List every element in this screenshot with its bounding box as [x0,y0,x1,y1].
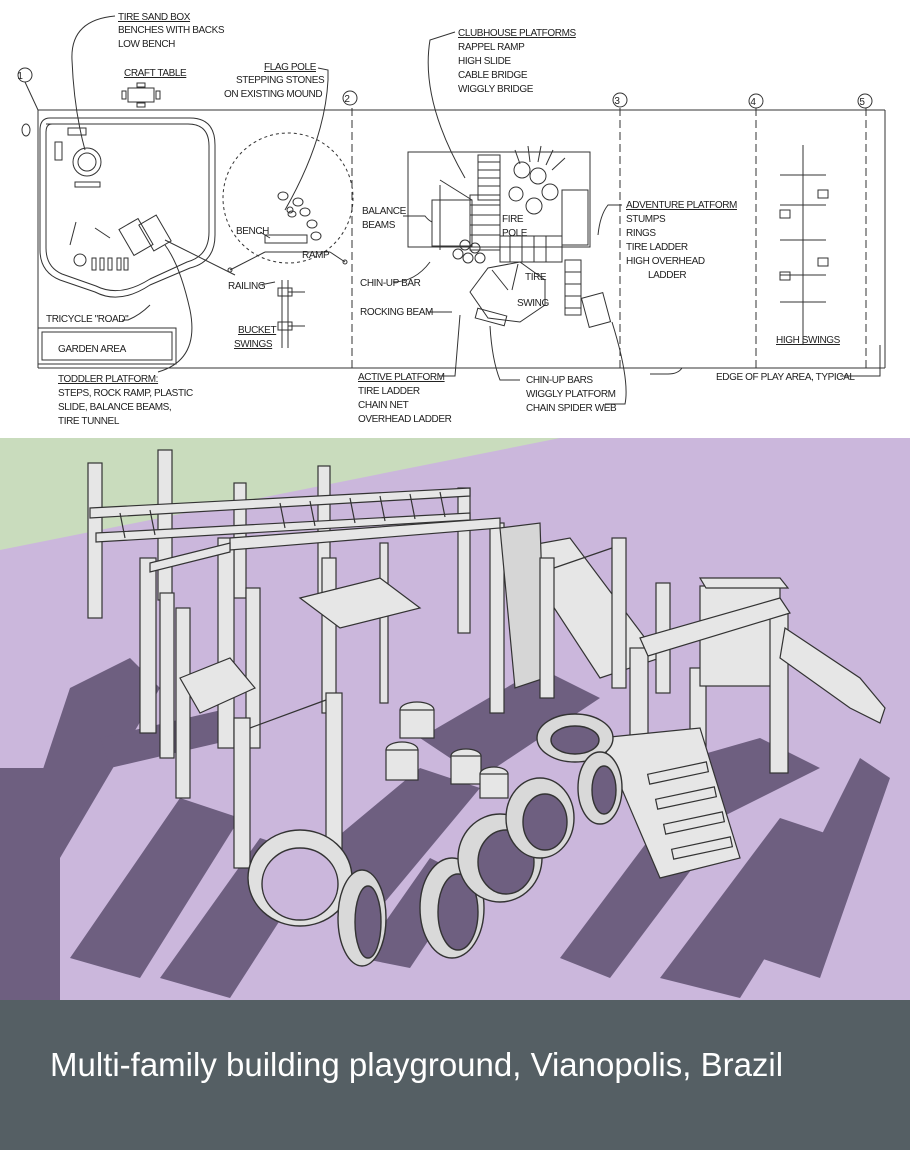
label-ladder: LADDER [648,270,686,281]
label-stepping-stones: STEPPING STONES [236,75,325,86]
label-active-platform: ACTIVE PLATFORM [358,372,445,383]
grid-marker-2: 2 [344,94,350,105]
label-stumps: STUMPS [626,214,666,225]
label-high-overhead: HIGH OVERHEAD [626,256,705,267]
caption-bar: Multi-family building playground, Vianop… [0,1000,910,1150]
label-tire-ladder: TIRE LADDER [626,242,688,253]
grid-marker-1: 1 [17,71,23,82]
label-overhead-ladder: OVERHEAD LADDER [358,414,452,425]
tire-rings [247,713,623,967]
label-balance: BALANCE [362,206,407,217]
label-existing-mound: ON EXISTING MOUND [224,89,322,100]
grid-marker-3: 3 [614,96,620,107]
label-railing: RAILING [228,281,266,292]
label-chin-up-bar: CHIN-UP BAR [360,278,421,289]
label-bucket: BUCKET [238,325,276,336]
plan-labels: 1 2 3 4 5 TIRE SAND BOX BENCHES WITH BAC… [17,12,865,427]
caption-text: Multi-family building playground, Vianop… [50,1046,784,1083]
label-cable-bridge: CABLE BRIDGE [458,70,528,81]
label-chain-net: CHAIN NET [358,400,409,411]
label-toddler-line-4: TIRE TUNNEL [58,416,120,427]
label-adventure-platform: ADVENTURE PLATFORM [626,200,737,211]
label-ramp: RAMP [302,250,330,261]
label-toddler-line-2: STEPS, ROCK RAMP, PLASTIC [58,388,193,399]
label-tricycle-road: TRICYCLE "ROAD" [46,314,129,325]
label-swing: SWING [517,298,550,309]
label-active-tire-ladder: TIRE LADDER [358,386,420,397]
label-high-swings: HIGH SWINGS [776,335,841,346]
playground-3d-rendering [0,438,910,1000]
equipment-structures [87,449,886,879]
label-clubhouse-platforms: CLUBHOUSE PLATFORMS [458,28,577,39]
rendering-svg [0,438,910,1000]
label-garden-area: GARDEN AREA [58,344,127,355]
label-rappel-ramp: RAPPEL RAMP [458,42,525,53]
label-chain-spider-web: CHAIN SPIDER WEB [526,403,617,414]
label-tire: TIRE [525,272,547,283]
grass-area [0,438,560,550]
grid-marker-5: 5 [859,97,865,108]
label-fire: FIRE [502,214,524,225]
label-pole: POLE [502,228,528,239]
label-low-bench: LOW BENCH [118,39,175,50]
label-beams: BEAMS [362,220,396,231]
site-plan-svg: 1 2 3 4 5 TIRE SAND BOX BENCHES WITH BAC… [17,12,886,427]
label-flag-pole: FLAG POLE [264,62,317,73]
label-benches-with-backs: BENCHES WITH BACKS [118,25,225,36]
label-chin-up-bars: CHIN-UP BARS [526,375,593,386]
label-swings: SWINGS [234,339,273,350]
label-toddler-line-3: SLIDE, BALANCE BEAMS, [58,402,171,413]
label-wiggly-bridge: WIGGLY BRIDGE [458,84,534,95]
label-craft-table: CRAFT TABLE [124,68,187,79]
label-rocking-beam: ROCKING BEAM [360,307,433,318]
label-bench: BENCH [236,226,269,237]
label-tire-sand-box: TIRE SAND BOX [118,12,191,23]
label-edge-of-play-area: EDGE OF PLAY AREA, TYPICAL [716,372,855,383]
label-toddler-platform: TODDLER PLATFORM: [58,374,158,385]
grid-marker-4: 4 [750,97,756,108]
label-high-slide: HIGH SLIDE [458,56,511,67]
label-wiggly-platform: WIGGLY PLATFORM [526,389,616,400]
label-rings: RINGS [626,228,656,239]
site-plan-drawing: 1 2 3 4 5 TIRE SAND BOX BENCHES WITH BAC… [0,0,910,438]
